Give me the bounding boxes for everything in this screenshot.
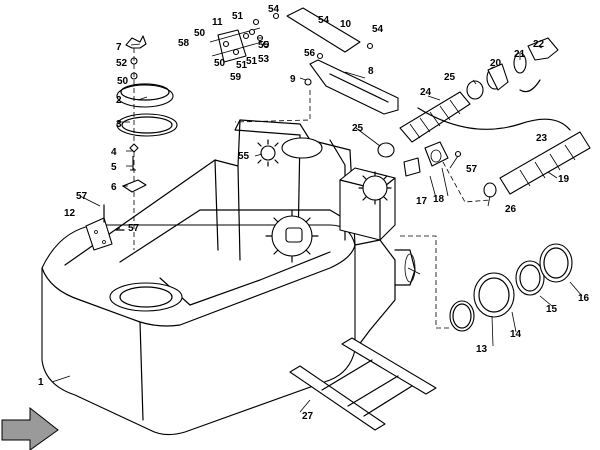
- gear-drive: [265, 209, 319, 263]
- lid-assembly: [85, 35, 178, 251]
- callout-3: 3: [116, 119, 122, 130]
- callout-labels: 1 2 3 4 5 6 7 8 9 10 11 12 13 14 15 16 1…: [38, 4, 590, 422]
- forward-arrow-icon: [1, 406, 59, 450]
- callout-51c: 51: [236, 60, 248, 71]
- callout-11: 11: [212, 17, 223, 28]
- callout-50c: 50: [214, 58, 226, 69]
- callout-52: 52: [116, 58, 128, 69]
- callout-51a: 51: [232, 11, 244, 22]
- callout-53: 53: [258, 54, 270, 65]
- callout-58: 58: [178, 38, 190, 49]
- callout-17: 17: [416, 196, 428, 207]
- top-bracket-assembly: [209, 7, 399, 123]
- callout-8: 8: [368, 66, 374, 77]
- callout-57b: 57: [128, 223, 140, 234]
- callout-57c: 57: [466, 164, 478, 175]
- callout-10: 10: [340, 19, 352, 30]
- callout-54c: 54: [372, 24, 384, 35]
- callout-4: 4: [111, 147, 117, 158]
- callout-55a: 55: [258, 40, 270, 51]
- callout-51b: 51: [246, 56, 258, 67]
- callout-22: 22: [533, 39, 545, 50]
- callout-16: 16: [578, 293, 590, 304]
- gear-side: [358, 171, 392, 205]
- callout-24: 24: [420, 87, 432, 98]
- callout-50a: 50: [117, 76, 129, 87]
- callout-19: 19: [558, 174, 570, 185]
- callout-6: 6: [111, 182, 117, 193]
- callout-21: 21: [514, 49, 526, 60]
- callout-15: 15: [546, 304, 558, 315]
- hose-assembly: [377, 37, 591, 329]
- callout-26: 26: [505, 204, 517, 215]
- callout-13: 13: [476, 344, 488, 355]
- callout-57a: 57: [76, 191, 88, 202]
- callout-5: 5: [111, 162, 117, 173]
- callout-59: 59: [230, 72, 242, 83]
- gear-55: [257, 139, 279, 167]
- callout-25b: 25: [352, 123, 364, 134]
- bracket-27: [289, 337, 437, 431]
- callout-56: 56: [304, 48, 316, 59]
- tank-body: [41, 119, 416, 436]
- callout-1: 1: [38, 377, 44, 388]
- callout-20: 20: [490, 58, 502, 69]
- ring-set: [449, 243, 573, 332]
- callout-9: 9: [290, 74, 296, 85]
- callout-54a: 54: [268, 4, 280, 15]
- callout-7: 7: [116, 42, 122, 53]
- callout-27: 27: [302, 411, 314, 422]
- callout-2: 2: [116, 95, 122, 106]
- callout-18: 18: [433, 194, 445, 205]
- callout-54b: 54: [318, 15, 330, 26]
- callout-12: 12: [64, 208, 76, 219]
- callout-14: 14: [510, 329, 522, 340]
- leader-lines: [51, 37, 583, 413]
- callout-23: 23: [536, 133, 548, 144]
- callout-55b: 55: [238, 151, 250, 162]
- callout-25a: 25: [444, 72, 456, 83]
- callout-50b: 50: [194, 28, 206, 39]
